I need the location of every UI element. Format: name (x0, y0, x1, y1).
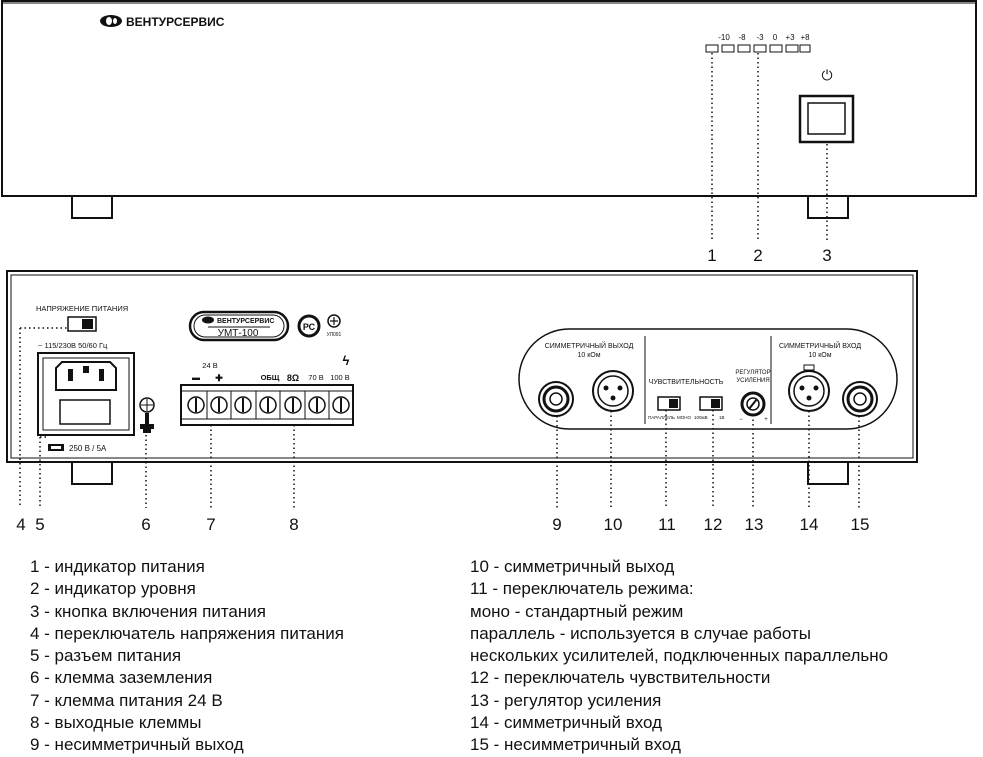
model-name: УМТ-100 (218, 328, 259, 339)
level-mark-5: +3 (785, 33, 795, 42)
front-brand-logo-icon (100, 15, 122, 27)
legend-item: нескольких усилителей, подключенных пара… (470, 646, 889, 666)
gain-label-line-2: УСИЛЕНИЯ (736, 378, 769, 384)
callout-8: 8 (289, 515, 298, 534)
svg-text:−: − (739, 417, 743, 423)
rear-leader-lines (19, 327, 860, 508)
legend-item: 13 - регулятор усиления (470, 690, 662, 710)
mains-rating: ~ 115/230В 50/60 Гц (38, 341, 108, 350)
cert-mark-pc-icon: РС (297, 314, 321, 338)
voltage-switch-title: НАПРЯЖЕНИЕ ПИТАНИЯ (36, 304, 128, 313)
sensitivity-100mv: 100мВ (694, 415, 708, 420)
terminal-minus-label: ▬ (192, 373, 200, 382)
legend-left-column: 1 - индикатор питания 2 - индикатор уров… (30, 556, 344, 757)
legend-item: 5 - разъем питания (30, 646, 182, 666)
legend-item: 9 - несимметричный выход (30, 735, 244, 755)
balanced-output-label: СИММЕТРИЧНЫЙ ВЫХОД (545, 341, 634, 350)
mode-switch[interactable] (657, 396, 681, 411)
legend-item: 2 - индикатор уровня (30, 579, 196, 599)
level-mark-1: -10 (718, 33, 730, 42)
callout-3: 3 (822, 246, 831, 265)
gain-label-line-1: РЕГУЛЯТОР (735, 370, 770, 376)
legend-item: 1 - индикатор питания (30, 557, 205, 576)
level-mark-2: -8 (738, 33, 746, 42)
legend-item: 4 - переключатель напряжения питания (30, 623, 344, 643)
terminal-70v-label: 70 В (308, 373, 323, 382)
legend-item: 8 - выходные клеммы (30, 713, 202, 733)
front-panel: ВЕНТУРСЕРВИС -10 -8 -3 0 +3 +8 ⏻ (1, 0, 977, 219)
terminal-8ohm-label: 8Ω (287, 373, 299, 383)
balanced-output-xlr[interactable] (592, 370, 634, 412)
callout-15: 15 (851, 515, 870, 534)
plate-brand: ВЕНТУРСЕРВИС (217, 318, 274, 325)
callout-5: 5 (35, 515, 44, 534)
svg-text:УЛ091: УЛ091 (327, 332, 342, 338)
callout-13: 13 (745, 515, 764, 534)
fuse-rating: 250 В / 5А (69, 444, 107, 453)
legend-item: моно - стандартный режим (470, 601, 684, 621)
mode-switch-mono: МОНО (677, 415, 691, 420)
terminal-24v-label: 24 В (202, 361, 217, 370)
rear-foot-right (807, 461, 849, 485)
power-button[interactable] (798, 94, 855, 144)
callout-10: 10 (604, 515, 623, 534)
callout-4: 4 (16, 515, 25, 534)
legend-item: 14 - симметричный вход (470, 713, 663, 733)
unbalanced-output-jack[interactable] (538, 381, 574, 417)
legend-item: параллель - используется в случае работы (470, 623, 811, 643)
mode-switch-parallel: ПАРАЛЛЕЛЬ (648, 415, 675, 420)
terminal-strip[interactable] (180, 384, 354, 426)
terminal-common-label: ОБЩ (261, 373, 280, 382)
legend-right-column: 10 - симметричный выход 11 - переключате… (470, 556, 888, 757)
legend-item: 12 - переключатель чувствительности (470, 668, 771, 688)
callout-14: 14 (800, 515, 819, 534)
legend-item: 15 - несимметричный вход (470, 735, 681, 755)
level-indicator (705, 44, 811, 53)
front-foot-left (71, 195, 113, 219)
svg-text:РС: РС (303, 322, 316, 332)
plate-logo-icon (202, 316, 214, 324)
voltage-selector-switch[interactable] (67, 316, 97, 332)
sensitivity-switch[interactable] (699, 396, 723, 411)
callout-12: 12 (704, 515, 723, 534)
fuse-icon (48, 444, 64, 451)
svg-text:+: + (764, 417, 768, 423)
balanced-input-impedance: 10 кОм (808, 352, 831, 359)
ground-terminal[interactable] (139, 397, 155, 433)
sensitivity-1v: 1В (719, 415, 725, 420)
callout-1: 1 (707, 246, 716, 265)
level-mark-6: +8 (800, 33, 810, 42)
level-mark-3: -3 (756, 33, 764, 42)
unbalanced-input-jack[interactable] (842, 381, 878, 417)
front-brand-name: ВЕНТУРСЕРВИС (126, 15, 225, 29)
legend-item: 3 - кнопка включения питания (30, 601, 266, 621)
balanced-output-impedance: 10 кОм (577, 352, 600, 359)
model-plate: ВЕНТУРСЕРВИС УМТ-100 (188, 310, 290, 342)
rear-foot-left (71, 461, 113, 485)
callout-11: 11 (658, 515, 676, 534)
callout-2: 2 (753, 246, 762, 265)
legend-item: 6 - клемма заземления (30, 668, 213, 688)
warning-icon: ϟ (343, 353, 350, 368)
legend-item: 11 - переключатель режима: (470, 579, 694, 599)
sensitivity-label: ЧУВСТВИТЕЛЬНОСТЬ (649, 379, 724, 386)
legend-item: 10 - симметричный выход (470, 557, 675, 576)
balanced-input-xlr[interactable] (788, 364, 830, 412)
rear-panel: НАПРЯЖЕНИЕ ПИТАНИЯ ~ 115/230В 50/60 Гц 2… (6, 270, 918, 485)
device-diagram: ВЕНТУРСЕРВИС -10 -8 -3 0 +3 +8 ⏻ 1 (1, 0, 977, 534)
balanced-input-label: СИММЕТРИЧНЫЙ ВХОД (779, 341, 861, 350)
callout-6: 6 (141, 515, 150, 534)
cert-mark-ul-icon: УЛ091 (327, 314, 342, 338)
terminal-plus-label: ✚ (215, 373, 223, 383)
terminal-100v-label: 100 В (330, 373, 350, 382)
callout-9: 9 (552, 515, 561, 534)
legend-item: 7 - клемма питания 24 В (30, 690, 223, 710)
front-foot-right (807, 195, 849, 219)
power-icon: ⏻ (821, 67, 832, 83)
level-mark-4: 0 (773, 33, 778, 42)
power-inlet[interactable] (37, 352, 135, 436)
callout-7: 7 (206, 515, 215, 534)
